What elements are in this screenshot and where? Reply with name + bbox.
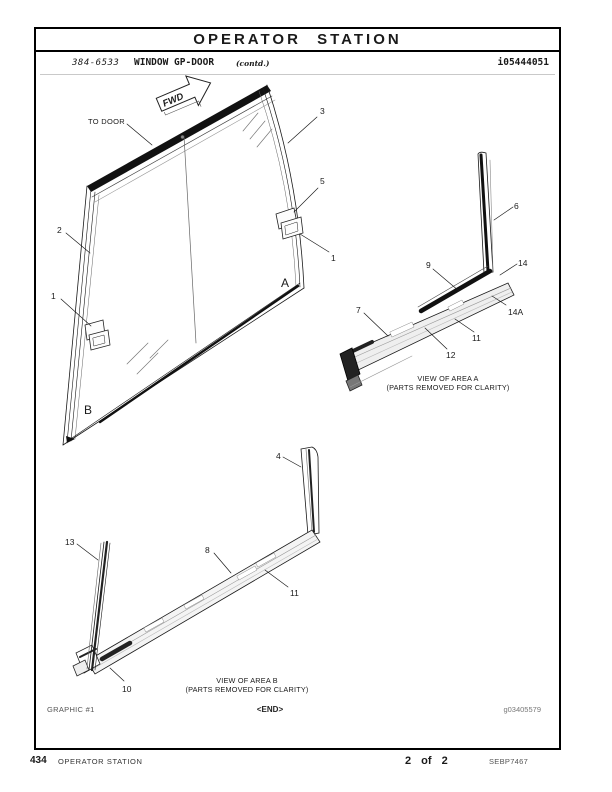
continued-marker: (contd.) [236, 59, 270, 68]
part-number: 384-6533 [72, 58, 120, 68]
callout-1-right: 1 [331, 253, 336, 263]
window-divider [183, 135, 197, 344]
page-title: OPERATOR STATION [193, 31, 402, 48]
front-rail [345, 282, 515, 374]
callout-6: 6 [514, 201, 519, 211]
graphic-id: g03405579 [503, 705, 541, 714]
view-b-caption-line1: VIEW OF AREA B [216, 676, 278, 685]
group-title: WINDOW GP-DOOR [134, 57, 215, 68]
area-b-letter: B [84, 403, 92, 417]
end-marker: <END> [256, 705, 284, 714]
callout-14: 14 [518, 258, 528, 268]
callout-12: 12 [446, 350, 456, 360]
seal-strip [86, 540, 111, 672]
view-a-caption-line1: VIEW OF AREA A [417, 374, 478, 383]
page-header: OPERATOR STATION [36, 29, 559, 52]
callout-11-a: 11 [472, 333, 481, 343]
bottom-rail [98, 284, 300, 424]
callout-13: 13 [65, 537, 75, 547]
callout-4: 4 [276, 451, 281, 461]
pagination: 2 of 2 [405, 755, 448, 767]
leader-lines-main [60, 116, 330, 327]
right-channel [300, 446, 320, 536]
document-subtitle-row: 384-6533 WINDOW GP-DOOR (contd.) i054440… [36, 57, 559, 73]
view-a-caption-line2: (PARTS REMOVED FOR CLARITY) [386, 383, 509, 392]
callout-11-b: 11 [290, 588, 299, 598]
callout-3: 3 [320, 106, 325, 116]
glass-hatching [126, 112, 273, 375]
area-a-letter: A [281, 276, 289, 290]
view-area-b-drawing [72, 446, 321, 682]
top-rail [87, 85, 271, 192]
latch-right [275, 207, 304, 240]
callout-1-left: 1 [51, 291, 56, 301]
subtitle-divider [40, 74, 555, 75]
leader-lines-area-b [76, 456, 302, 682]
view-b-caption-line2: (PARTS REMOVED FOR CLARITY) [185, 685, 308, 694]
graphic-footer-row: GRAPHIC #1 <END> g03405579 [36, 705, 559, 717]
rear-channel [418, 268, 493, 314]
main-window-drawing: FWD [60, 75, 330, 446]
callout-5: 5 [320, 176, 325, 186]
fwd-label: FWD [161, 91, 185, 110]
leader-lines-area-a [363, 206, 518, 350]
view-area-a-drawing [339, 151, 518, 392]
page-number: 434 [30, 755, 47, 766]
fwd-arrow-icon: FWD [155, 75, 212, 116]
to-door-label: TO DOOR [88, 117, 125, 126]
screw-icon [180, 134, 185, 140]
footer-section-title: OPERATOR STATION [58, 757, 143, 766]
callout-7: 7 [356, 305, 361, 315]
callout-2: 2 [57, 225, 62, 235]
callout-14a: 14A [508, 307, 523, 317]
illustration-id: i05444051 [497, 57, 549, 68]
vertical-seal [479, 153, 490, 273]
latch-left [84, 319, 111, 351]
callout-9: 9 [426, 260, 431, 270]
callout-8: 8 [205, 545, 210, 555]
content-border-box: OPERATOR STATION 384-6533 WINDOW GP-DOOR… [34, 27, 561, 750]
technical-illustration: FWD TO DOOR 3 5 1 2 1 A B [51, 75, 528, 694]
page-footer: 434 OPERATOR STATION 2 of 2 SEBP7467 [0, 755, 612, 769]
manual-code: SEBP7467 [489, 757, 529, 766]
callout-10: 10 [122, 684, 132, 694]
graphic-number-label: GRAPHIC #1 [47, 705, 95, 714]
